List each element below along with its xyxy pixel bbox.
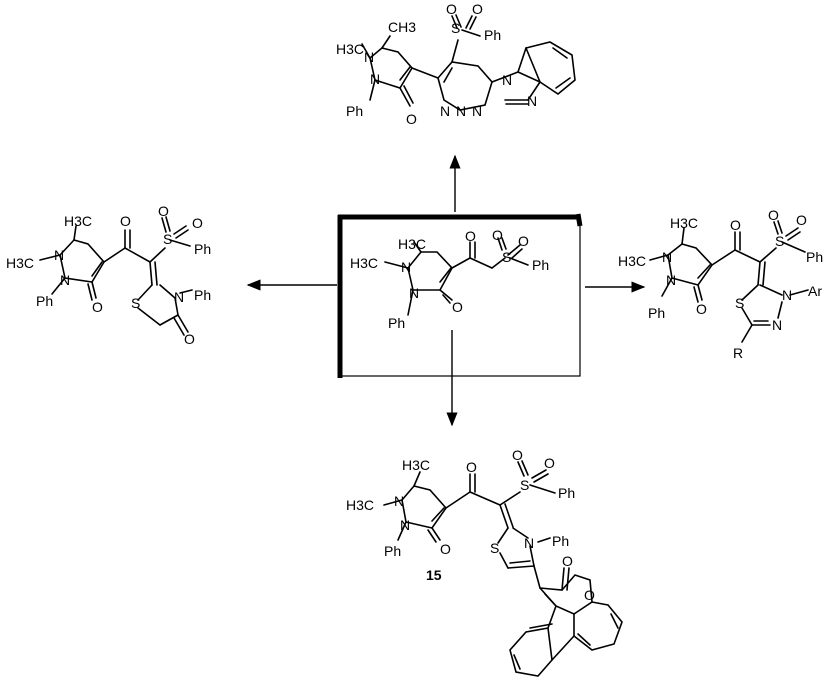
left-s-ring: S bbox=[131, 295, 140, 311]
top-h3c: H3C bbox=[336, 41, 364, 57]
left-ph-ring: Ph bbox=[194, 287, 211, 303]
central-h3c-n: H3C bbox=[350, 255, 378, 271]
bottom-h3c: H3C bbox=[402, 457, 430, 473]
left-n2: N bbox=[60, 272, 70, 288]
central-n1: N bbox=[401, 259, 411, 275]
central-o-acyl: O bbox=[465, 228, 476, 244]
right-ph-s: Ph bbox=[806, 249, 823, 265]
left-product: H3C H3C N N Ph O O S O O Ph S N Ph O bbox=[6, 203, 211, 347]
central-n2: N bbox=[409, 285, 419, 301]
top-n-tri2: N bbox=[456, 103, 466, 119]
top-n1: N bbox=[364, 49, 374, 65]
top-n-tri3: N bbox=[472, 103, 482, 119]
bottom-ph-n: Ph bbox=[384, 543, 401, 559]
left-o-s1: O bbox=[158, 203, 169, 219]
left-h3c: H3C bbox=[64, 213, 92, 229]
left-o-ring: O bbox=[92, 299, 103, 315]
bottom-product: H3C H3C N N Ph O O S O O Ph S N Ph O O 1… bbox=[346, 447, 623, 677]
central-box bbox=[337, 213, 583, 378]
top-ph-s: Ph bbox=[484, 27, 501, 43]
bottom-n2: N bbox=[400, 517, 410, 533]
bottom-o-lactone: O bbox=[562, 553, 573, 569]
bottom-n-ring: N bbox=[524, 535, 534, 551]
top-ch3: CH3 bbox=[388, 19, 416, 35]
central-o-ketone: O bbox=[452, 299, 463, 315]
left-n-ring: N bbox=[174, 289, 184, 305]
right-o-s2: O bbox=[796, 212, 807, 228]
right-n4: N bbox=[782, 287, 792, 303]
top-o: O bbox=[406, 111, 417, 127]
left-o-lactam: O bbox=[184, 331, 195, 347]
left-o-s2: O bbox=[192, 215, 203, 231]
bottom-o-s1: O bbox=[512, 447, 523, 463]
central-ph-s: Ph bbox=[532, 257, 549, 273]
left-ph-s: Ph bbox=[194, 241, 211, 257]
right-product: H3C H3C N N Ph O O S O O Ph S N Ar N R bbox=[618, 207, 823, 361]
bottom-o-ring: O bbox=[440, 541, 451, 557]
right-h3c-n: H3C bbox=[618, 253, 646, 269]
right-ph-n: Ph bbox=[648, 305, 665, 321]
bottom-s-ring: S bbox=[490, 540, 499, 556]
bottom-ph-ring: Ph bbox=[552, 533, 569, 549]
left-s: S bbox=[163, 231, 172, 247]
compound-15-label: 15 bbox=[426, 567, 442, 583]
right-o-s1: O bbox=[768, 207, 779, 223]
top-product: H3C CH3 N N Ph O S O O Ph N N N N N bbox=[336, 1, 576, 127]
right-n2: N bbox=[666, 272, 676, 288]
top-n-tri1: N bbox=[440, 103, 450, 119]
left-ph-n: Ph bbox=[36, 293, 53, 309]
bottom-ph-s: Ph bbox=[558, 485, 575, 501]
central-h3c: H3C bbox=[398, 236, 426, 252]
right-s: S bbox=[775, 233, 784, 249]
left-n1: N bbox=[54, 247, 64, 263]
right-ar: Ar bbox=[808, 283, 822, 299]
bottom-h3c-n: H3C bbox=[346, 497, 374, 513]
top-n-bridge: N bbox=[502, 72, 512, 88]
right-n1: N bbox=[662, 249, 672, 265]
central-ph-n: Ph bbox=[388, 315, 405, 331]
top-o-s2: O bbox=[472, 1, 483, 17]
right-h3c: H3C bbox=[670, 215, 698, 231]
top-s: S bbox=[451, 20, 460, 36]
left-o-acyl: O bbox=[120, 213, 131, 229]
top-o-s1: O bbox=[446, 1, 457, 17]
left-h3c-n: H3C bbox=[6, 255, 34, 271]
central-o-s2: O bbox=[518, 233, 529, 249]
bottom-s: S bbox=[520, 477, 529, 493]
right-s-ring: S bbox=[735, 295, 744, 311]
right-r: R bbox=[733, 345, 743, 361]
right-o-ring: O bbox=[696, 301, 707, 317]
central-structure: H3C H3C N N O O S O O Ph Ph bbox=[350, 227, 549, 331]
top-n-imid: N bbox=[527, 93, 537, 109]
bottom-o-acyl: O bbox=[466, 459, 477, 475]
bottom-o-ring-coumarin: O bbox=[584, 587, 595, 603]
bottom-n1: N bbox=[394, 493, 404, 509]
bottom-o-s2: O bbox=[544, 455, 555, 471]
central-s: S bbox=[502, 249, 511, 265]
right-n3: N bbox=[772, 317, 782, 333]
central-o-s1: O bbox=[492, 227, 503, 243]
top-ph-n: Ph bbox=[346, 103, 363, 119]
top-n2: N bbox=[370, 71, 380, 87]
right-o-acyl: O bbox=[730, 217, 741, 233]
